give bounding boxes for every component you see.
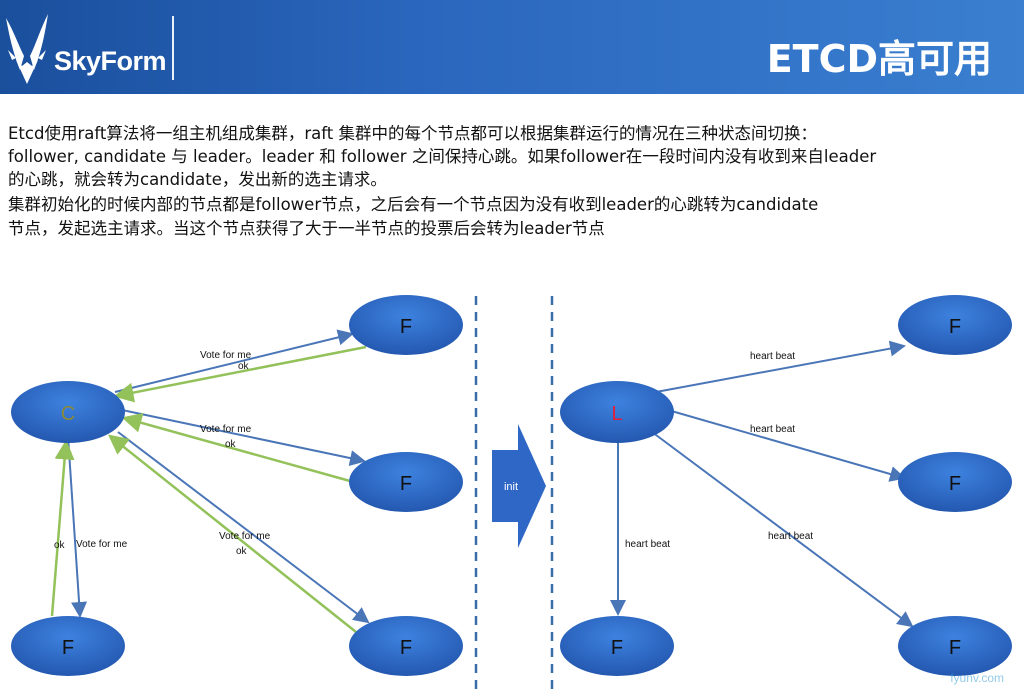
text-line-3: 的心跳，就会转为candidate，发出新的选主请求。 [8,170,387,189]
edge-vote-down [67,435,88,618]
ok-label-down: ok [54,540,66,551]
edge-vote-mid [121,409,366,466]
follower-node-right-bottom [898,616,1012,676]
brand-name: SkyForm [54,46,167,76]
text-line-2: follower, candidate 与 leader。leader 和 fo… [8,147,877,166]
vote-label-mid: Vote for me [200,424,252,435]
ok-label-top: ok [238,361,250,372]
text-line-5: 节点，发起选主请求。当这个节点获得了大于一半节点的投票后会转为leader节点 [8,219,605,238]
leader-node-label: L [611,403,622,425]
follower-label-left-mid: F [400,473,412,495]
heartbeat-label-top: heart beat [750,351,795,362]
vote-label-down: Vote for me [76,539,128,550]
skyform-logo: SkyForm [0,0,176,94]
ok-label-mid: ok [225,439,237,450]
follower-label-right-down: F [611,637,623,659]
follower-label-right-mid: F [949,473,961,495]
follower-node-left-down [11,616,125,676]
edge-heartbeat-mid [667,409,906,482]
edge-vote-top [114,329,354,393]
edge-ok-top [113,345,367,403]
header-bar: SkyForm ETCD高可用 [0,0,1024,94]
text-line-1: Etcd使用raft算法将一组主机组成集群，raft 集群中的每个节点都可以根据… [8,124,817,143]
candidate-node-label: C [61,403,75,425]
header-divider [172,16,174,80]
heartbeat-label-mid: heart beat [750,424,795,435]
follower-node-right-top [898,295,1012,355]
antelope-logo-icon [6,14,48,84]
follower-label-left-bottom: F [400,637,412,659]
heartbeat-label-down: heart beat [625,539,670,550]
candidate-node [11,381,125,443]
edge-heartbeat-top [655,340,906,393]
follower-label-left-top: F [400,316,412,338]
edge-heartbeat-bottom [651,431,914,628]
edge-vote-bottom [117,431,370,624]
vote-label-top: Vote for me [200,350,252,361]
ok-label-bottom: ok [236,546,248,557]
vote-label-bottom: Vote for me [219,531,271,542]
text-line-4: 集群初始化的时候内部的节点都是follower节点，之后会有一个节点因为没有收到… [8,195,819,214]
follower-label-right-top: F [949,316,961,338]
follower-node-left-mid [349,452,463,512]
follower-node-right-down [560,616,674,676]
leader-node [560,381,674,443]
follower-label-left-down: F [62,637,74,659]
heartbeat-label-bottom: heart beat [768,531,813,542]
follower-node-left-top [349,295,463,355]
follower-node-right-mid [898,452,1012,512]
follower-label-right-bottom: F [949,637,961,659]
page-title: ETCD高可用 [766,37,992,81]
init-label: init [504,481,518,493]
init-arrow [492,424,546,548]
watermark: fyunv.com [950,671,1004,685]
follower-node-left-bottom [349,616,463,676]
edge-ok-down [50,439,75,617]
edge-ok-bottom [108,434,357,633]
edge-ok-mid [121,413,351,483]
